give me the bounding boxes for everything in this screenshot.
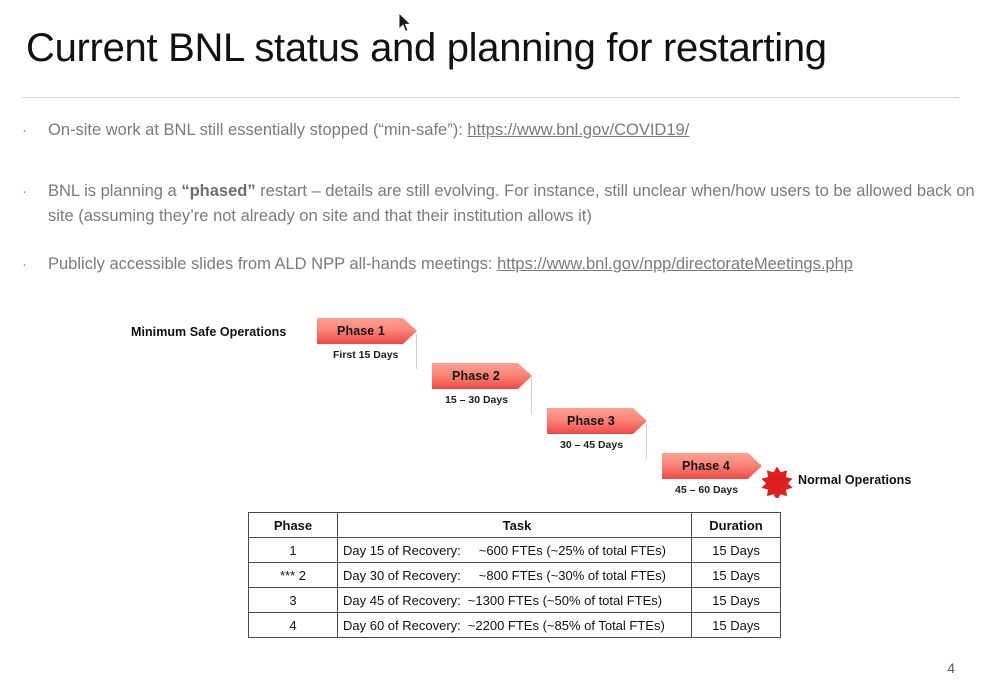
cell-task: Day 60 of Recovery: ~2200 FTEs (~85% of … bbox=[337, 612, 692, 638]
column-header-duration: Duration bbox=[691, 512, 781, 538]
cell-task-fte: ~600 FTEs (~25% of total FTEs) bbox=[478, 542, 666, 558]
cell-task: Day 45 of Recovery: ~1300 FTEs (~50% of … bbox=[337, 587, 692, 613]
bullet-item-2-text: BNL is planning a “phased” restart – det… bbox=[48, 179, 981, 229]
cell-task-day: Day 60 of Recovery: bbox=[343, 617, 461, 633]
bullet-1-lead: On-site work at BNL still essentially st… bbox=[48, 121, 468, 139]
table-row: 1 Day 15 of Recovery: ~600 FTEs (~25% of… bbox=[248, 537, 781, 563]
cell-task: Day 30 of Recovery: ~800 FTEs (~30% of t… bbox=[337, 562, 692, 588]
title-divider bbox=[22, 97, 959, 98]
cell-task-day: Day 45 of Recovery: bbox=[343, 592, 461, 608]
phase-2-duration: 15 – 30 Days bbox=[445, 394, 509, 406]
bullet-2-lead: BNL is planning a bbox=[48, 182, 182, 200]
bullet-marker: · bbox=[22, 183, 27, 200]
bullet-marker: · bbox=[22, 122, 27, 139]
phase-4-duration: 45 – 60 Days bbox=[675, 484, 739, 496]
cell-duration: 15 Days bbox=[691, 612, 781, 638]
phase-1-arrow: Phase 1 bbox=[317, 318, 417, 344]
cell-task-fte: ~800 FTEs (~30% of total FTEs) bbox=[478, 567, 666, 583]
column-header-phase: Phase bbox=[248, 512, 338, 538]
cell-phase: 3 bbox=[248, 587, 338, 613]
cell-phase: 4 bbox=[248, 612, 338, 638]
normal-operations-burst-icon bbox=[761, 466, 793, 498]
cell-duration: 15 Days bbox=[691, 537, 781, 563]
bullet-item-1: · On-site work at BNL still essentially … bbox=[18, 118, 948, 143]
phase-schedule-table: Phase Task Duration 1 Day 15 of Recovery… bbox=[248, 512, 781, 638]
bullet-2-tail: restart – details are still evolving. Fo… bbox=[48, 182, 975, 225]
phase-4-label: Phase 4 bbox=[682, 459, 730, 473]
normal-operations-label: Normal Operations bbox=[798, 473, 912, 487]
connector-1-2 bbox=[416, 334, 417, 369]
phase-1-duration: First 15 Days bbox=[333, 349, 399, 361]
cell-task-day: Day 30 of Recovery: bbox=[343, 567, 461, 583]
bullet-marker: · bbox=[22, 256, 27, 273]
phase-3-group: Phase 3 30 – 45 Days bbox=[547, 408, 647, 451]
phase-1-group: Phase 1 First 15 Days bbox=[317, 318, 417, 361]
table-row: 4 Day 60 of Recovery: ~2200 FTEs (~85% o… bbox=[248, 612, 781, 638]
connector-2-3 bbox=[531, 379, 532, 414]
phase-1-label: Phase 1 bbox=[337, 324, 385, 338]
bullet-2-emphasis: “phased” bbox=[181, 182, 256, 200]
column-header-task: Task bbox=[337, 512, 692, 538]
cell-duration: 15 Days bbox=[691, 587, 781, 613]
bullet-item-3: · Publicly accessible slides from ALD NP… bbox=[18, 252, 981, 277]
phase-4-group: Phase 4 45 – 60 Days bbox=[662, 453, 762, 496]
phase-2-label: Phase 2 bbox=[452, 369, 500, 383]
bullet-3-lead: Publicly accessible slides from ALD NPP … bbox=[48, 255, 498, 273]
bnl-covid19-link[interactable]: https://www.bnl.gov/COVID19/ bbox=[467, 121, 690, 139]
bullet-item-3-text: Publicly accessible slides from ALD NPP … bbox=[48, 252, 981, 277]
bnl-npp-directorate-meetings-link[interactable]: https://www.bnl.gov/npp/directorateMeeti… bbox=[497, 255, 853, 273]
cell-task-fte: ~2200 FTEs (~85% of Total FTEs) bbox=[467, 617, 665, 633]
phase-2-group: Phase 2 15 – 30 Days bbox=[432, 363, 532, 406]
connector-3-4 bbox=[646, 424, 647, 459]
page-number: 4 bbox=[947, 660, 955, 676]
minimum-safe-operations-label: Minimum Safe Operations bbox=[131, 325, 287, 339]
cell-task-day: Day 15 of Recovery: bbox=[343, 542, 461, 558]
cell-task: Day 15 of Recovery: ~600 FTEs (~25% of t… bbox=[337, 537, 692, 563]
cell-phase: *** 2 bbox=[248, 562, 338, 588]
cell-task-fte: ~1300 FTEs (~50% of total FTEs) bbox=[467, 592, 663, 608]
phase-3-label: Phase 3 bbox=[567, 414, 615, 428]
phase-4-arrow: Phase 4 bbox=[662, 453, 762, 479]
phase-3-duration: 30 – 45 Days bbox=[560, 439, 624, 451]
table-header-row: Phase Task Duration bbox=[248, 512, 781, 538]
phase-3-arrow: Phase 3 bbox=[547, 408, 647, 434]
bullet-item-2: · BNL is planning a “phased” restart – d… bbox=[18, 179, 981, 229]
table-row: *** 2 Day 30 of Recovery: ~800 FTEs (~30… bbox=[248, 562, 781, 588]
page-title: Current BNL status and planning for rest… bbox=[26, 26, 827, 70]
bullet-item-1-text: On-site work at BNL still essentially st… bbox=[48, 118, 948, 143]
cell-phase: 1 bbox=[248, 537, 338, 563]
cell-duration: 15 Days bbox=[691, 562, 781, 588]
table-row: 3 Day 45 of Recovery: ~1300 FTEs (~50% o… bbox=[248, 587, 781, 613]
phase-2-arrow: Phase 2 bbox=[432, 363, 532, 389]
